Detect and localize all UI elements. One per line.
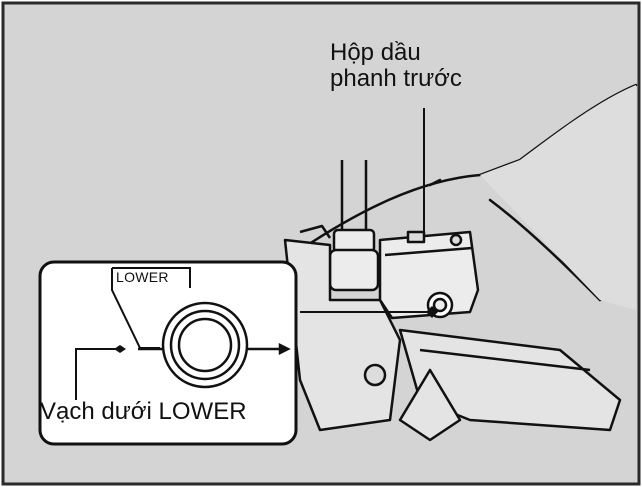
cable-sleeve — [334, 230, 374, 252]
lower-mark-text: LOWER — [116, 270, 169, 285]
brake-fluid-reservoir — [380, 232, 478, 318]
front-brake-reservoir-label: Hộp dầu phanh trước — [330, 40, 462, 92]
reservoir-label-line-2: phanh trước — [330, 66, 462, 92]
reservoir-cap-screw — [408, 232, 424, 242]
reservoir-screw-head — [451, 235, 461, 245]
mount-bolt — [365, 365, 385, 385]
lower-line-callout: Vạch dưới LOWER — [40, 399, 247, 425]
cable-joint — [330, 250, 378, 290]
reservoir-label-line-1: Hộp dầu — [330, 40, 462, 66]
